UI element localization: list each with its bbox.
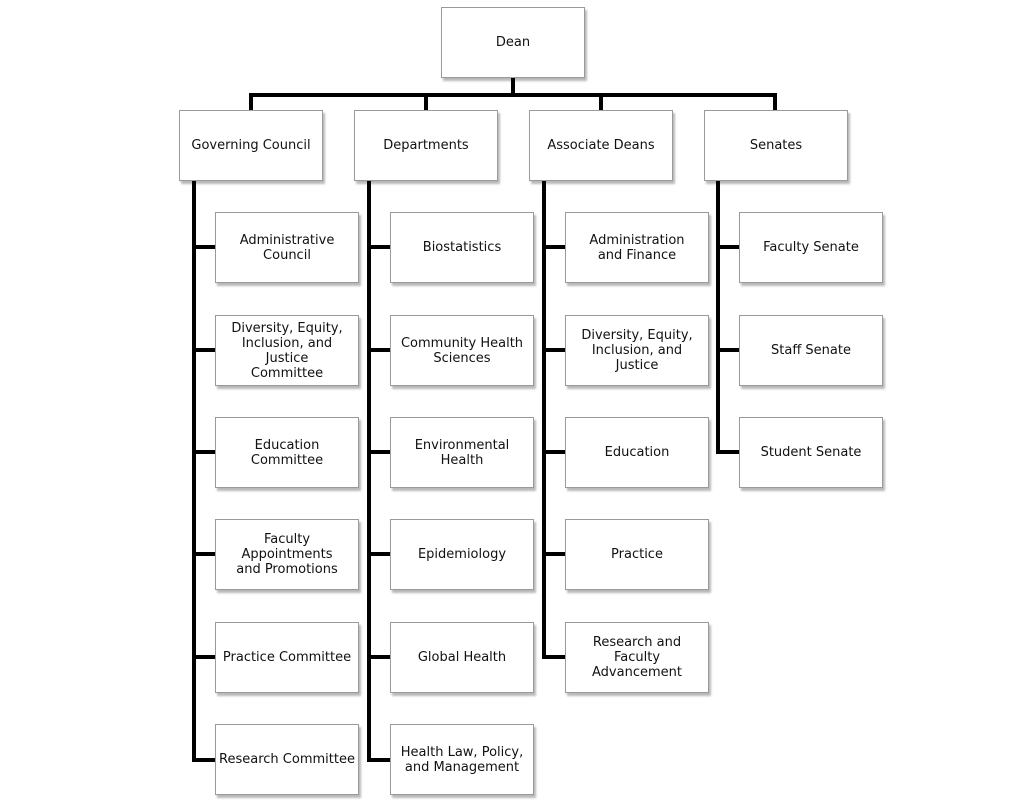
node-practice-committee: Practice Committee (215, 622, 359, 693)
node-education-committee: Education Committee (215, 417, 359, 488)
node-education: Education (565, 417, 709, 488)
node-research-faculty-advancement: Research and Faculty Advancement (565, 622, 709, 693)
node-gc-diversity-committee: Diversity, Equity, Inclusion, and Justic… (215, 315, 359, 386)
node-environmental-health: Environmental Health (390, 417, 534, 488)
node-departments: Departments (354, 110, 498, 181)
node-practice: Practice (565, 519, 709, 590)
node-epidemiology: Epidemiology (390, 519, 534, 590)
node-dean: Dean (441, 7, 585, 78)
node-staff-senate: Staff Senate (739, 315, 883, 386)
node-health-law-policy: Health Law, Policy, and Management (390, 724, 534, 795)
node-administrative-council: Administrative Council (215, 212, 359, 283)
node-community-health-sciences: Community Health Sciences (390, 315, 534, 386)
node-administration-finance: Administration and Finance (565, 212, 709, 283)
node-global-health: Global Health (390, 622, 534, 693)
node-governing-council: Governing Council (179, 110, 323, 181)
node-biostatistics: Biostatistics (390, 212, 534, 283)
node-faculty-appointments: Faculty Appointments and Promotions (215, 519, 359, 590)
node-senates: Senates (704, 110, 848, 181)
node-faculty-senate: Faculty Senate (739, 212, 883, 283)
node-student-senate: Student Senate (739, 417, 883, 488)
node-research-committee: Research Committee (215, 724, 359, 795)
node-ad-diversity: Diversity, Equity, Inclusion, and Justic… (565, 315, 709, 386)
node-associate-deans: Associate Deans (529, 110, 673, 181)
